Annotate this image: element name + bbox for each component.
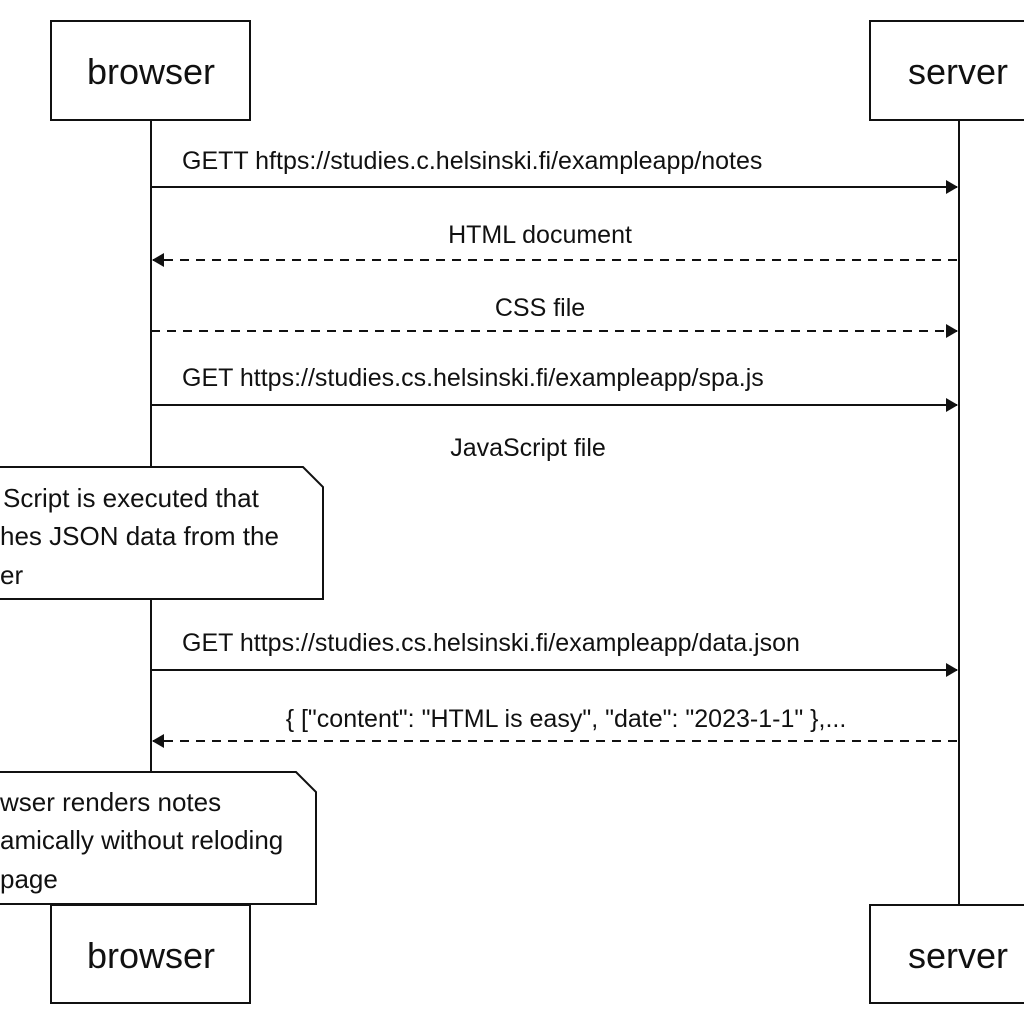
message-label: GET https://studies.cs.helsinski.fi/exam… — [182, 629, 800, 657]
message-label: { ["content": "HTML is easy", "date": "2… — [286, 705, 847, 733]
browser-participant-bottom: browser — [50, 904, 251, 1004]
note-line: Script is executed that — [3, 483, 260, 513]
browser-label-bottom: browser — [87, 935, 215, 976]
message-label: GET https://studies.cs.helsinski.fi/exam… — [182, 364, 764, 392]
message-label: CSS file — [495, 294, 585, 322]
message-html-document: HTML document — [152, 221, 957, 267]
server-participant-top: server — [869, 20, 1024, 121]
message-javascript-file-label: JavaScript file — [450, 434, 606, 462]
note-line: er — [0, 560, 23, 590]
message-get-spa-js: GET https://studies.cs.helsinski.fi/exam… — [151, 364, 958, 412]
server-participant-bottom: server — [869, 904, 1024, 1004]
message-json-response: { ["content": "HTML is easy", "date": "2… — [152, 705, 957, 748]
server-label-bottom: server — [908, 935, 1008, 976]
note-browser-renders: wser renders notes amically without relo… — [0, 771, 317, 905]
server-label-top: server — [908, 51, 1008, 92]
browser-label-top: browser — [87, 51, 215, 92]
message-get-notes: GETT hftps://studies.c.helsinski.fi/exam… — [151, 147, 958, 194]
message-get-data-json: GET https://studies.cs.helsinski.fi/exam… — [151, 629, 958, 677]
browser-participant-top: browser — [50, 20, 251, 121]
note-line: wser renders notes — [0, 787, 221, 817]
note-line: page — [0, 864, 58, 894]
message-label: HTML document — [448, 221, 632, 249]
note-line: amically without reloding — [0, 825, 283, 855]
message-label: GETT hftps://studies.c.helsinski.fi/exam… — [182, 147, 762, 175]
note-script-executed: Script is executed that hes JSON data fr… — [0, 466, 324, 600]
note-line: hes JSON data from the — [0, 521, 279, 551]
message-css-file: CSS file — [151, 294, 958, 338]
